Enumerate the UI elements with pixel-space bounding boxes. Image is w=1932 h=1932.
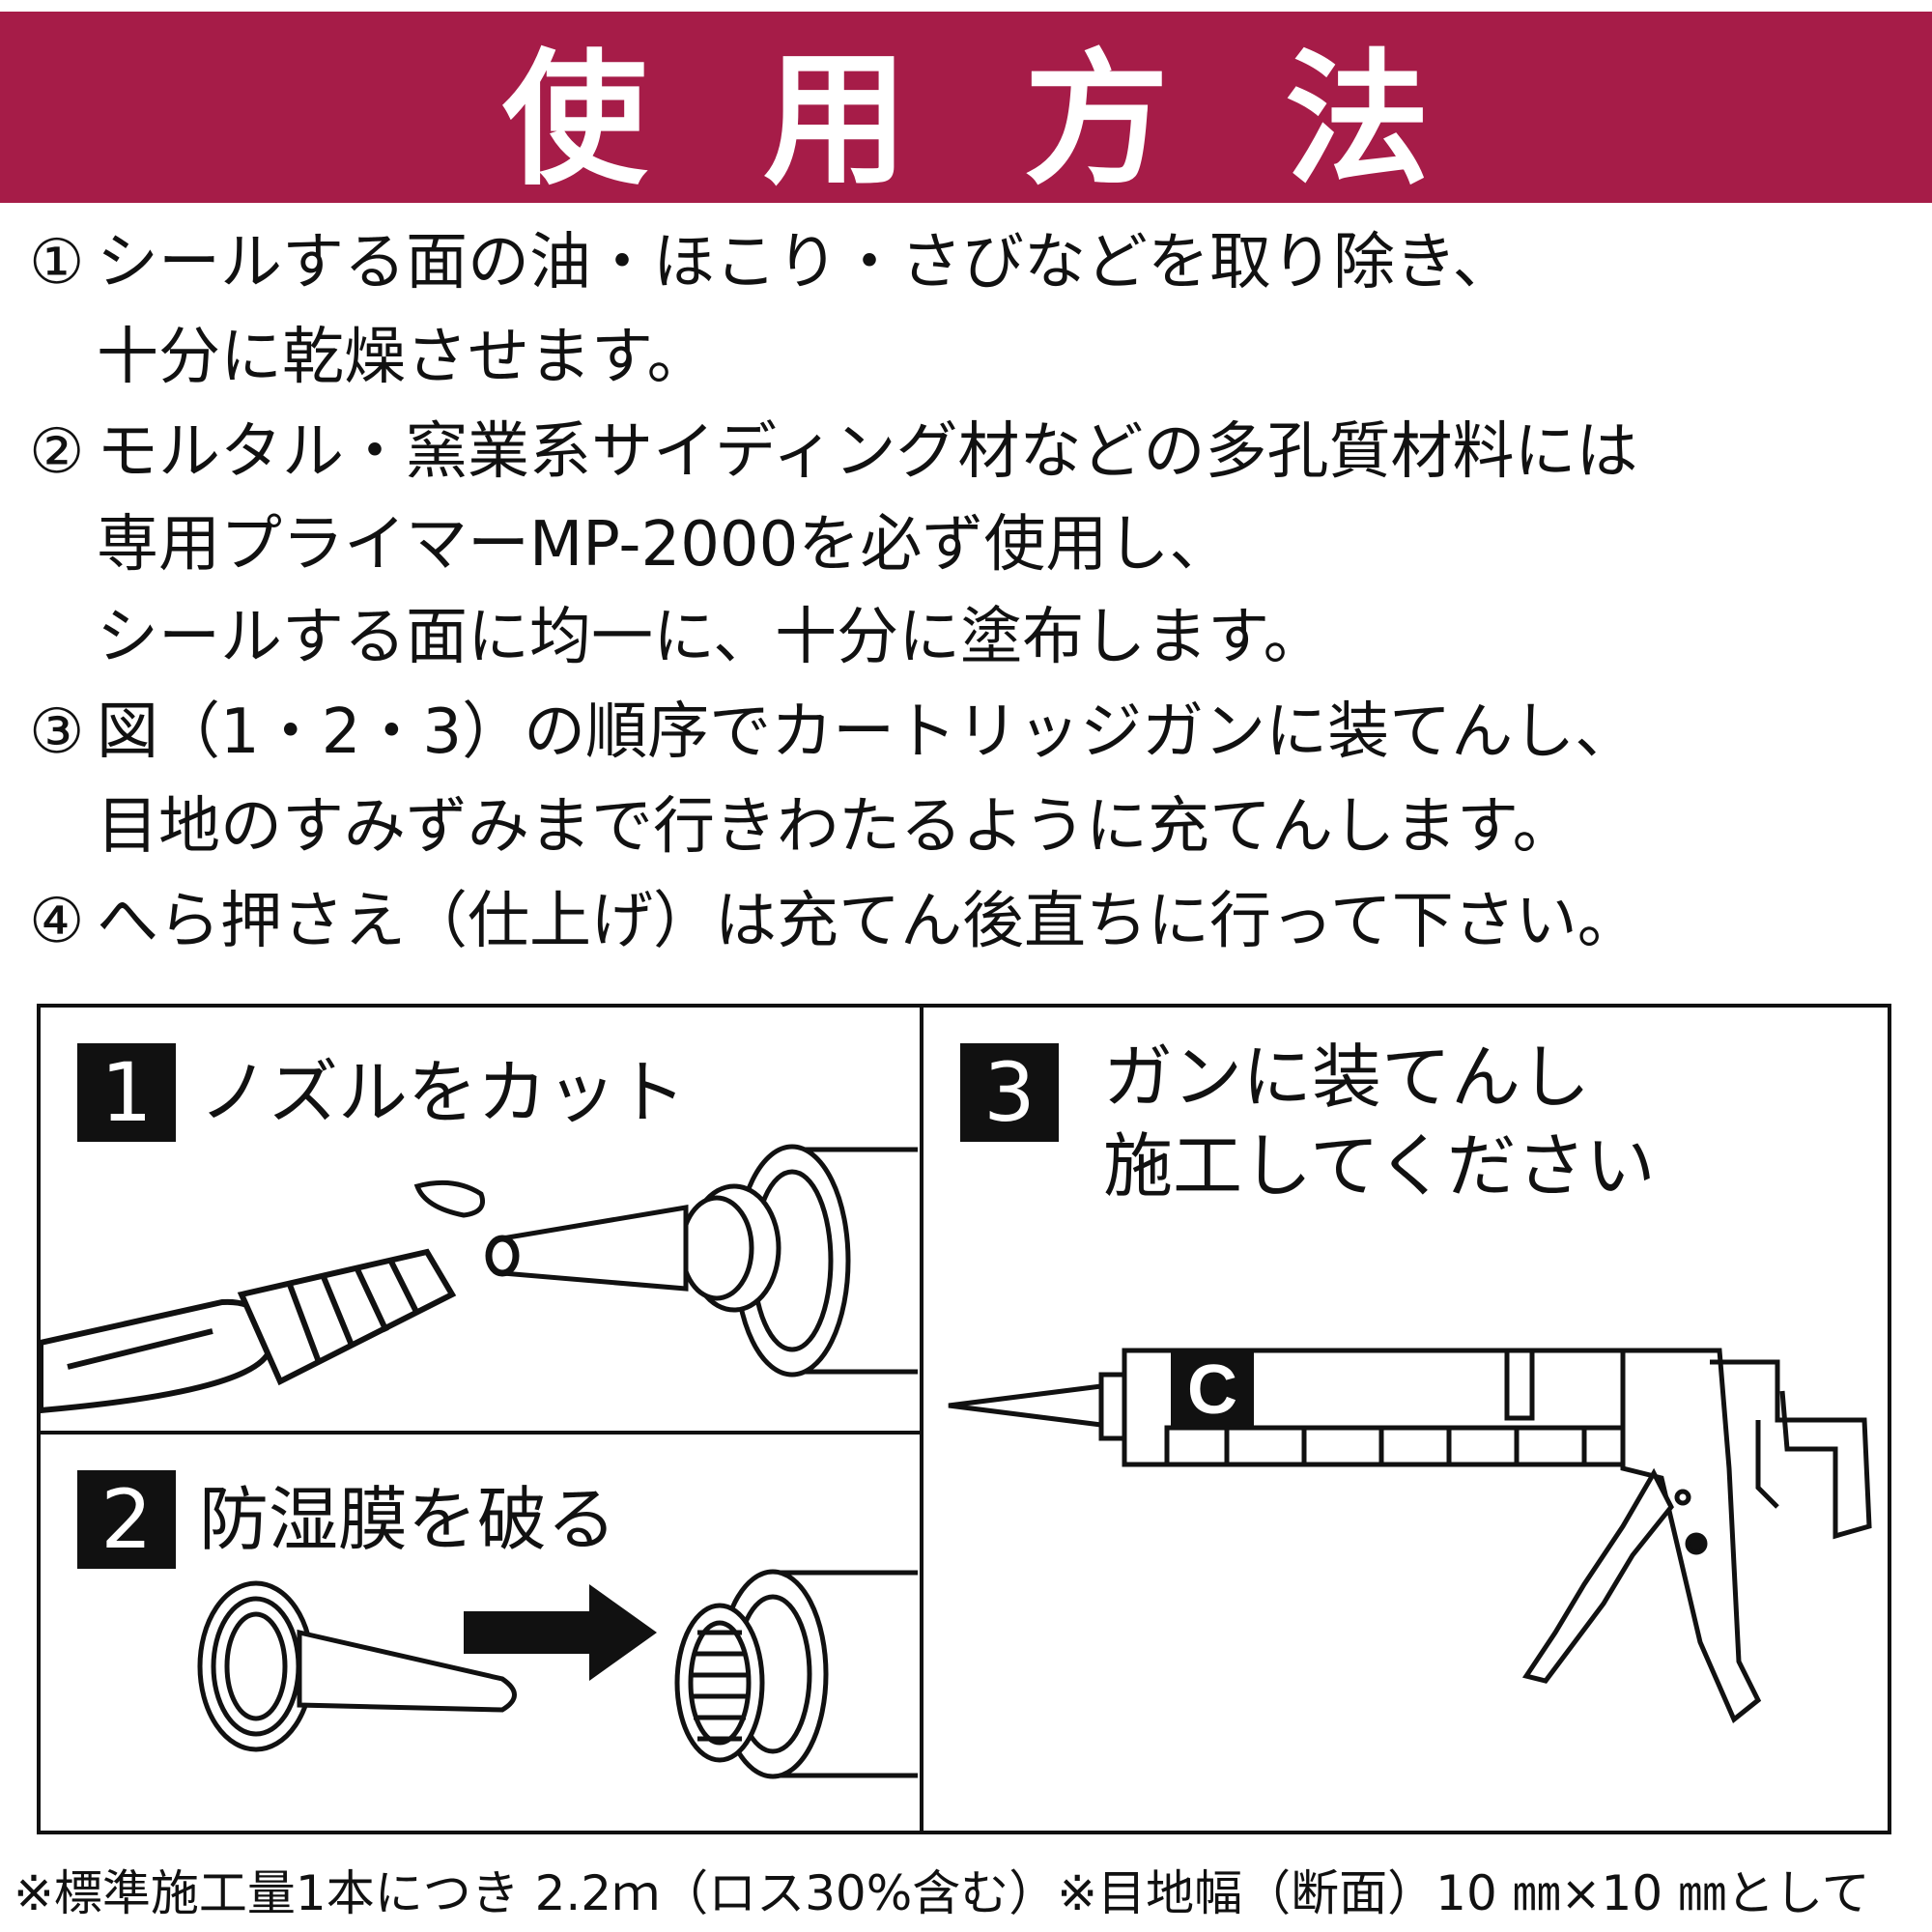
cartridge-end: [674, 1569, 918, 1779]
step-4-text-1: へら押さえ（仕上げ）は充てん後直ちに行って下さい。: [97, 886, 1639, 957]
cutter-knife: [41, 1248, 457, 1414]
nozzle-cone: [490, 1205, 689, 1292]
cut-tip-piece: [413, 1179, 485, 1218]
step-1-text-1: シールする面の油・ほこり・さびなどを取り除き、: [97, 227, 1515, 298]
panel-3-label-line-2: 施工してください: [1103, 1125, 1656, 1207]
panel-1-number: 1: [77, 1043, 176, 1142]
diagram-frame: [37, 1004, 1891, 1834]
step-1-text-2: 十分に乾燥させます。: [97, 322, 709, 393]
step-3-text-1: 図（1・2・3）の順序でカートリッジガンに装てんし、: [97, 696, 1637, 768]
step-2-text-3: シールする面に均一に、十分に塗布します。: [97, 602, 1325, 673]
footnote: ※標準施工量1本につき 2.2ｍ（ロス30%含む）※目地幅（断面）10 ㎜×10…: [14, 1865, 1870, 1921]
gun-badge: [1171, 1350, 1254, 1428]
caulking-gun: [948, 1348, 1872, 1723]
panel-2-number: 2: [77, 1470, 176, 1569]
step-3-number: ③: [29, 696, 85, 768]
panel-3-number: 3: [960, 1043, 1059, 1142]
step-1-number: ①: [29, 227, 85, 298]
gun-trigger: [1521, 1467, 1674, 1684]
nozzle-part: [197, 1580, 517, 1752]
step-2-text-2: 専用プライマーMP-2000を必ず使用し、: [97, 509, 1232, 581]
step-3-text-2: 目地のすみずみまで行きわたるように充てんします。: [97, 791, 1575, 863]
step-4-number: ④: [29, 886, 85, 957]
panel-divider-vertical: [920, 1004, 923, 1834]
panel-1-label: ノズルをカット: [199, 1052, 687, 1133]
gun-nozzle: [948, 1383, 1104, 1428]
panel-3-label-line-1: ガンに装てんし: [1103, 1037, 1591, 1118]
step-2-text-1: モルタル・窯業系サイディング材などの多孔質材料には: [97, 416, 1638, 488]
panel-2-illustration: [197, 1569, 918, 1779]
step-2-number: ②: [29, 416, 85, 488]
gun-rod-hook: [1710, 1359, 1872, 1540]
title-bar: 使用方法: [0, 12, 1932, 205]
gun-badge-letter: C: [1187, 1351, 1237, 1429]
panel-2-label: 防湿膜を破る: [199, 1479, 617, 1560]
arrow-right-icon: [464, 1584, 657, 1681]
panel-1-illustration: [41, 1144, 918, 1414]
nozzle-tip-hole: [485, 1235, 520, 1277]
cartridge-tube: [679, 1144, 918, 1378]
page-title: 使用方法: [501, 36, 1546, 205]
panel-divider-horizontal: [37, 1431, 922, 1435]
